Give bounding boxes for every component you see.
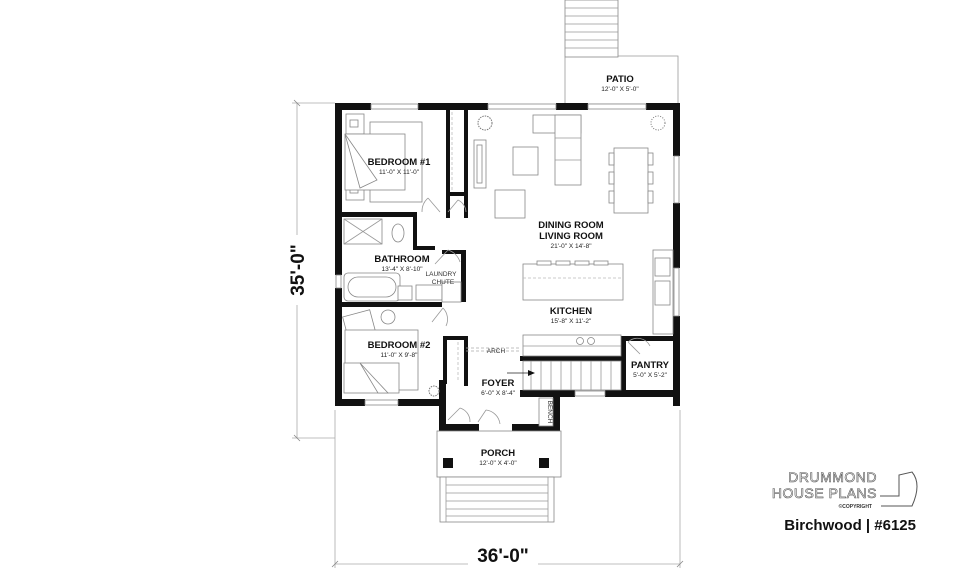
patio [564, 0, 679, 105]
pantry-size: 5'-0" X 5'-2" [633, 372, 668, 379]
bedroom1-label: BEDROOM #1 [368, 157, 432, 168]
bathroom-size: 13'-4" X 8'-10" [381, 266, 423, 273]
living-room-size: 21'-0" X 14'-8" [550, 243, 592, 250]
brand-line1: DRUMMOND [788, 469, 877, 485]
foyer-label: FOYER [482, 378, 515, 389]
pantry-label: PANTRY [631, 360, 670, 371]
living-furniture [473, 114, 654, 219]
bedroom2-furniture [342, 309, 419, 394]
windows [335, 103, 680, 406]
brand-line2: HOUSE PLANS [772, 485, 877, 501]
bedroom1-furniture [344, 113, 423, 203]
foyer-size: 6'-0" X 8'-4" [481, 390, 516, 397]
dimension-lines [292, 99, 684, 568]
arch-label: ARCH [487, 348, 506, 355]
interior-walls [342, 110, 680, 394]
laundry-label-2: CHUTE [432, 279, 455, 286]
bathroom-label: BATHROOM [374, 254, 429, 265]
exterior-walls [335, 103, 680, 431]
kitchen-fixtures [522, 249, 674, 357]
brand-mark-icon [880, 471, 918, 507]
bedroom1-size: 11'-0" X 11'-0" [379, 169, 420, 176]
bedroom2-size: 11'-0" X 9'-8" [381, 352, 419, 359]
porch-label: PORCH [481, 448, 515, 459]
porch [436, 430, 562, 523]
bench [538, 397, 554, 427]
width-dimension: 36'-0" [477, 546, 529, 567]
brand-copyright: ©COPYRIGHT [839, 503, 872, 510]
plants [428, 115, 666, 397]
depth-dimension: 35'-0" [288, 244, 309, 296]
plan-model-name: Birchwood | #6125 [784, 517, 916, 534]
bathroom-fixtures [343, 218, 462, 303]
dining-room-label: DINING ROOM [538, 220, 604, 231]
doors [421, 112, 651, 425]
living-room-label: LIVING ROOM [539, 231, 603, 242]
porch-size: 12'-0" X 4'-0" [479, 460, 517, 467]
laundry-label-1: LAUNDRY [426, 271, 458, 278]
bedroom2-label: BEDROOM #2 [368, 340, 431, 351]
interior-stairs [507, 360, 622, 391]
brand-logo: DRUMMOND HOUSE PLANS ©COPYRIGHT Birchwoo… [772, 469, 918, 534]
bench-label: BENCH [546, 401, 553, 424]
patio-label: PATIO [606, 74, 634, 85]
kitchen-label: KITCHEN [550, 306, 592, 317]
patio-size: 12'-0" X 5'-0" [601, 86, 639, 93]
kitchen-size: 15'-8" X 11'-2" [551, 318, 592, 325]
